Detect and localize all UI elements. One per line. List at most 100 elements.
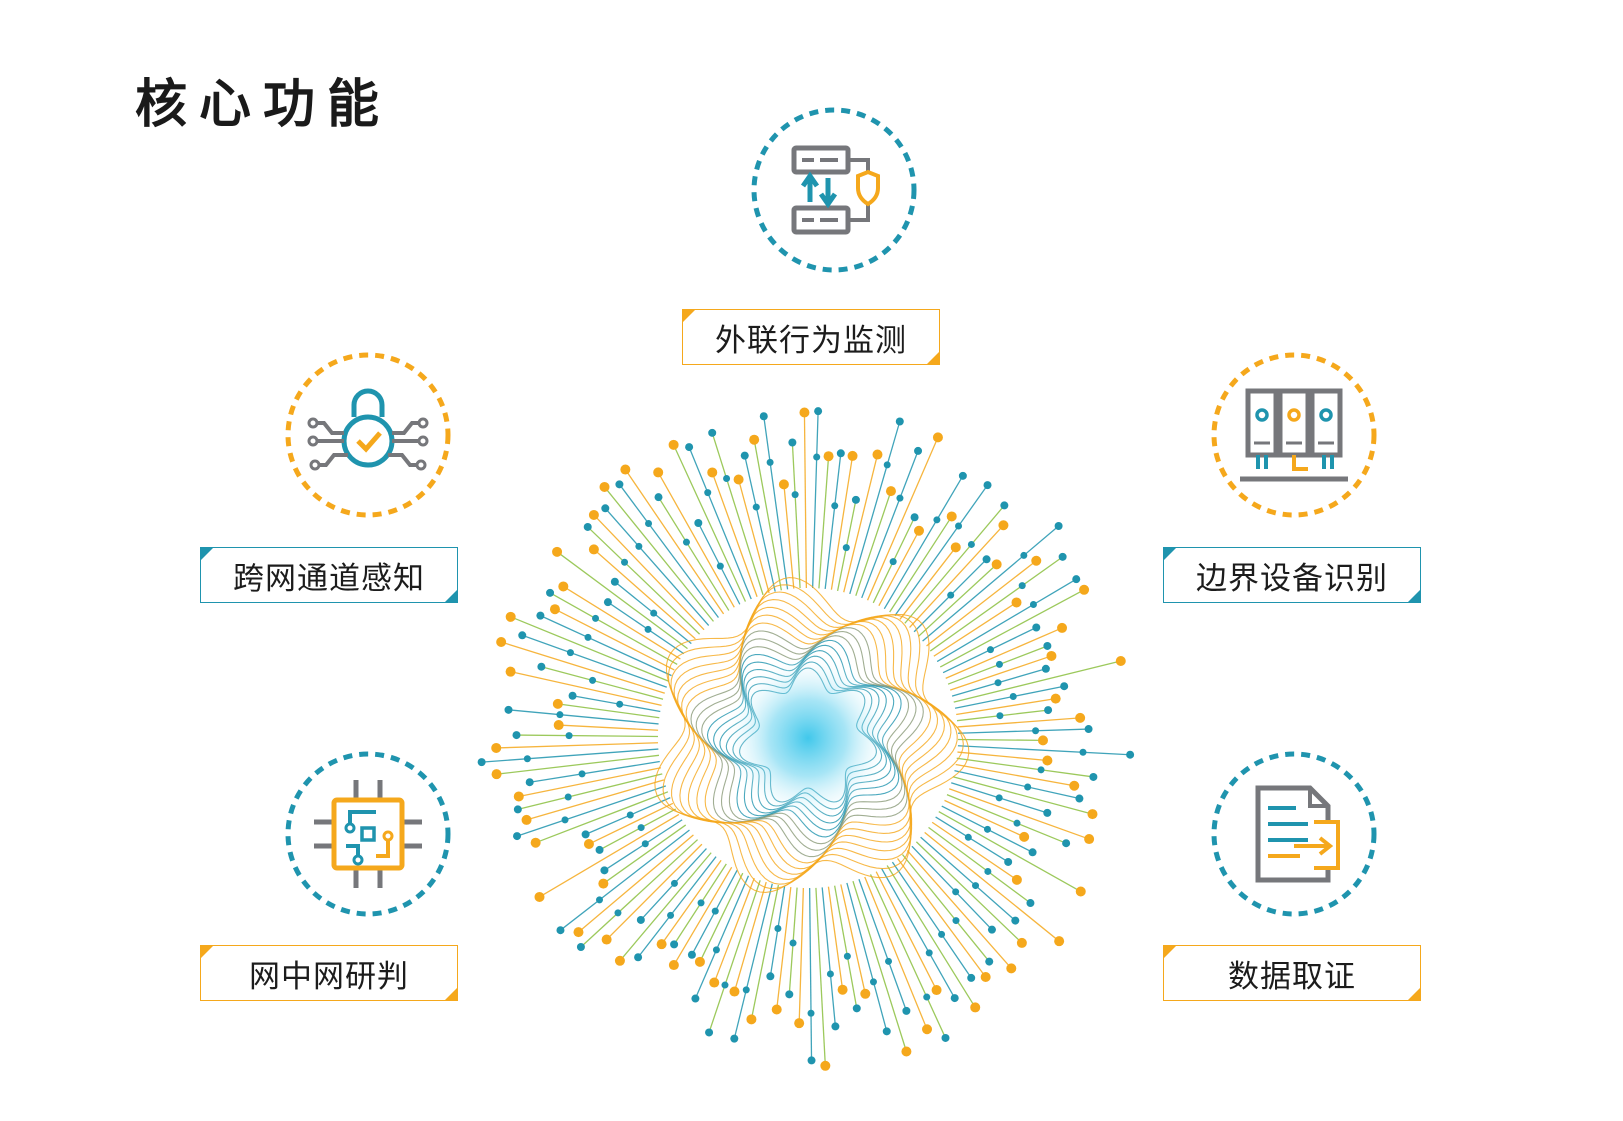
burst-ray: [815, 887, 826, 1066]
burst-ray: [929, 556, 1064, 652]
burst-dot: [851, 495, 860, 504]
burst-ray: [811, 411, 819, 589]
burst-ray: [540, 615, 672, 677]
burst-ray: [954, 770, 1080, 800]
label-boundary: 边界设备识别: [1163, 547, 1421, 603]
wave-ring: [685, 622, 932, 864]
burst-dot: [513, 805, 522, 814]
burst-dot: [592, 614, 600, 622]
burst-dot: [1031, 555, 1042, 566]
burst-dot: [1016, 937, 1027, 948]
burst-dot: [513, 791, 524, 802]
burst-dot: [711, 907, 719, 915]
burst-dot: [1079, 584, 1090, 595]
burst-ray: [891, 861, 972, 979]
burst-ray: [673, 866, 733, 966]
burst-dot: [584, 633, 592, 641]
burst-dot: [946, 511, 957, 522]
burst-dot: [987, 925, 996, 934]
burst-dot: [504, 705, 513, 714]
burst-dot: [785, 990, 794, 999]
burst-dot: [1009, 693, 1017, 701]
burst-ray: [917, 563, 998, 637]
padlock-circuit-icon: [307, 388, 429, 471]
burst-dot: [823, 451, 834, 462]
burst-ray: [562, 585, 681, 660]
burst-dot: [685, 443, 694, 452]
burst-dot: [1079, 748, 1087, 756]
burst-dot: [583, 522, 592, 531]
burst-ray: [593, 548, 696, 640]
burst-ray: [920, 836, 1016, 922]
burst-dot: [931, 985, 942, 996]
burst-dot: [902, 1006, 911, 1015]
burst-ray: [783, 484, 795, 589]
feature-net-in-net: [222, 746, 451, 922]
burst-dot: [950, 994, 959, 1003]
burst-dot: [813, 453, 821, 461]
burst-dot: [967, 973, 976, 982]
burst-dot: [564, 793, 572, 801]
dashed-ring: [1211, 352, 1377, 518]
burst-dot: [910, 513, 919, 522]
burst-dot: [600, 866, 609, 875]
burst-dot: [807, 1009, 815, 1017]
burst-dot: [705, 1028, 714, 1037]
burst-ray: [604, 507, 710, 626]
burst-ray: [711, 432, 764, 596]
burst-dot: [1000, 501, 1009, 510]
burst-dot: [883, 461, 891, 469]
burst-ray: [864, 876, 928, 1030]
burst-dot: [1032, 623, 1041, 632]
burst-ray: [606, 843, 703, 941]
burst-ray: [945, 627, 1063, 679]
burst-dot: [766, 458, 774, 466]
burst-dot: [1043, 641, 1052, 650]
burst-dot: [697, 899, 705, 907]
burst-dot: [771, 1004, 782, 1015]
burst-dot: [922, 1024, 933, 1035]
burst-dot: [668, 960, 679, 971]
burst-dot: [558, 581, 569, 592]
burst-dot: [986, 646, 994, 654]
burst-dot: [950, 542, 961, 553]
burst-dot: [667, 911, 675, 919]
burst-ray: [618, 483, 720, 619]
burst-dot: [1029, 601, 1037, 609]
burst-ray: [866, 437, 939, 601]
burst-dot: [512, 731, 521, 740]
burst-dot: [615, 480, 624, 489]
burst-dot: [970, 1002, 981, 1013]
burst-ray: [539, 813, 680, 898]
burst-dot: [1072, 575, 1081, 584]
burst-ray: [869, 874, 947, 1039]
burst-dot: [601, 934, 612, 945]
feature-outbound: [688, 102, 917, 278]
burst-dot: [789, 939, 797, 947]
burst-dot: [914, 446, 923, 455]
burst-ray: [957, 738, 1043, 741]
burst-ray: [481, 748, 659, 763]
burst-dot: [588, 509, 599, 520]
burst-dot: [477, 758, 486, 767]
burst-dot: [1032, 727, 1040, 735]
burst-dot: [749, 434, 760, 445]
burst-dot: [691, 994, 700, 1003]
burst-dot: [996, 712, 1004, 720]
burst-dot: [788, 438, 797, 447]
burst-dot: [525, 778, 534, 787]
burst-dot: [791, 491, 799, 499]
burst-dot: [518, 631, 527, 640]
frame-corner: [200, 945, 214, 959]
burst-dot: [1084, 725, 1093, 734]
burst-ray: [753, 439, 783, 591]
burst-dot: [964, 833, 972, 841]
burst-dot: [1050, 693, 1061, 704]
burst-ray: [510, 671, 662, 706]
burst-dot: [1011, 874, 1022, 885]
burst-ray: [510, 616, 670, 682]
burst-ray: [798, 887, 805, 1024]
burst-dot: [549, 604, 560, 615]
burst-ray: [733, 883, 773, 1039]
